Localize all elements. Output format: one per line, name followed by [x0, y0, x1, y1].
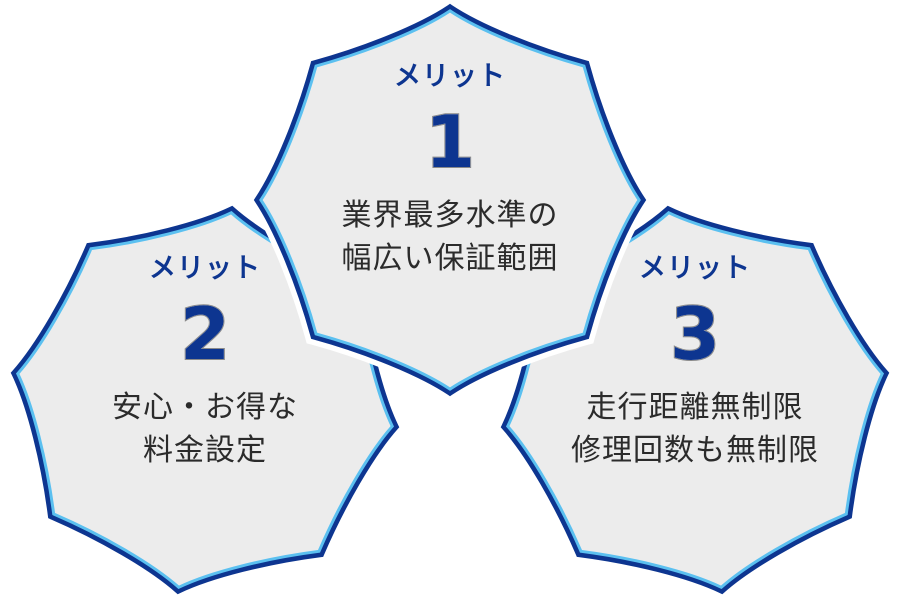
merit-3-description: 走行距離無制限 修理回数も無制限	[545, 386, 845, 472]
merit-3-line-1: 走行距離無制限	[586, 390, 804, 425]
merit-2-label: メリット	[149, 253, 261, 284]
merit-1-line-1: 業界最多水準の	[341, 198, 559, 233]
merit-2-badge: メリット 2 安心・お得な 料金設定	[55, 254, 355, 472]
merit-3-number: 3	[669, 292, 721, 376]
merit-2-line-2: 料金設定	[143, 433, 267, 468]
merit-3-label: メリット	[639, 253, 751, 284]
merit-1-line-2: 幅広い保証範囲	[341, 241, 559, 276]
merit-3-badge: メリット 3 走行距離無制限 修理回数も無制限	[545, 254, 845, 472]
merit-1-description: 業界最多水準の 幅広い保証範囲	[300, 194, 600, 280]
merit-2-description: 安心・お得な 料金設定	[55, 386, 355, 472]
merit-1-number: 1	[424, 100, 476, 184]
merit-1-label: メリット	[394, 61, 506, 92]
merit-3-line-2: 修理回数も無制限	[571, 433, 819, 468]
merit-2-number: 2	[179, 292, 231, 376]
merit-1-badge: メリット 1 業界最多水準の 幅広い保証範囲	[300, 62, 600, 280]
merit-2-line-1: 安心・お得な	[112, 390, 298, 425]
